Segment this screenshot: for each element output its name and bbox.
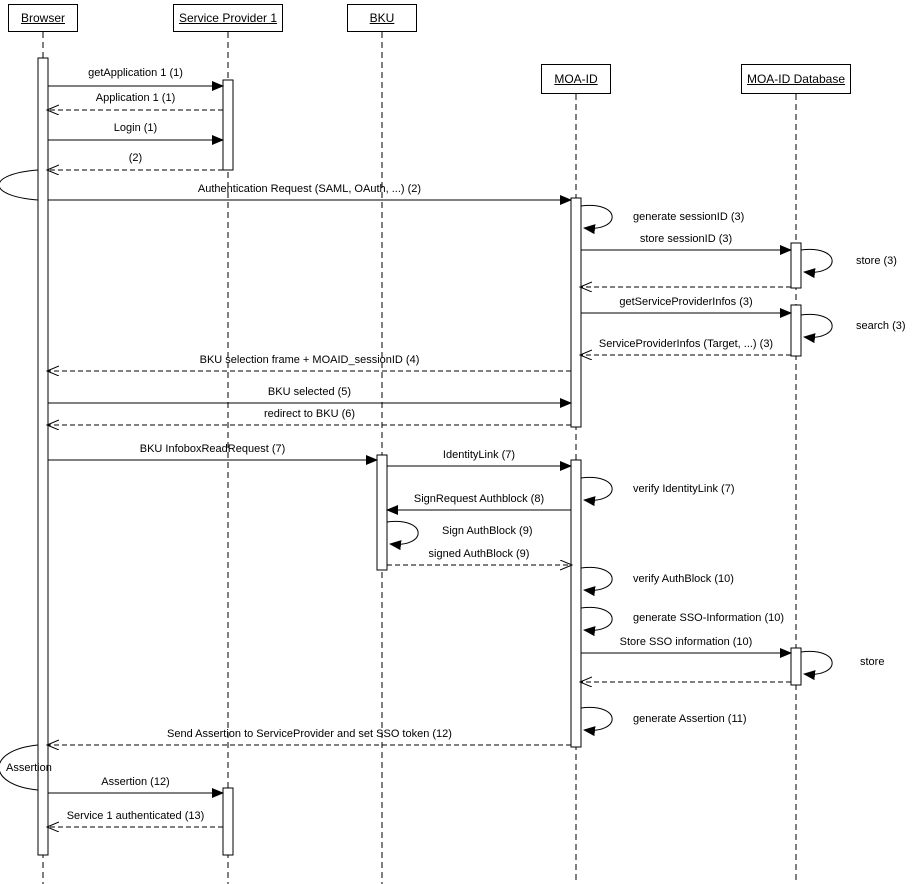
actor-moa-id-database: MOA-ID Database [741,64,851,94]
message-label-store-3: store (3) [856,255,897,267]
activation-bku [376,454,388,571]
self-store-3 [800,248,833,279]
self-store-plain [800,650,833,681]
activation-browser [37,57,49,856]
actor-moa-id-database-label: MOA-ID Database [746,72,846,86]
actor-moa-id: MOA-ID [541,64,611,94]
message-label-auth-request: Authentication Request (SAML, OAuth, ...… [197,183,422,195]
message-label-redirect-to-bku: redirect to BKU (6) [263,408,356,420]
activation-db-search [790,304,802,357]
actor-service-provider-1-label: Service Provider 1 [178,11,278,25]
message-label-generate-sso: generate SSO-Information (10) [633,612,785,624]
message-label-store-session-id: store sessionID (3) [639,233,733,245]
message-label-sign-request: SignRequest Authblock (8) [413,493,545,505]
self-verify-authblock [580,566,613,597]
actor-browser-label: Browser [20,11,65,25]
message-label-get-sp-infos: getServiceProviderInfos (3) [619,296,753,308]
message-label-generate-session-id: generate sessionID (3) [633,211,745,223]
message-label-service-authenticated: Service 1 authenticated (13) [66,810,205,822]
message-label-signed-authblock: signed AuthBlock (9) [428,548,530,560]
message-label-sign-authblock: Sign AuthBlock (9) [442,525,533,537]
browser-redirect-loop-1 [0,169,39,201]
message-label-identity-link: IdentityLink (7) [442,449,516,461]
browser-redirect-loop-2 [0,744,39,791]
message-label-generate-assertion: generate Assertion (11) [633,713,747,725]
self-search-3 [800,313,833,344]
message-label-verify-authblock: verify AuthBlock (10) [633,573,734,585]
self-generate-session-id [580,204,613,235]
activation-moaid-identity [570,459,582,748]
activation-moaid-auth [570,197,582,428]
self-generate-assertion [580,706,613,737]
message-label-store-plain: store [860,656,885,668]
actor-service-provider-1: Service Provider 1 [173,4,283,32]
message-label-bku-selected: BKU selected (5) [267,386,352,398]
activation-sp1-assertion [222,787,234,856]
actor-bku-label: BKU [369,11,395,25]
message-label-get-application: getApplication 1 (1) [88,67,183,79]
message-label-login-response: (2) [128,152,143,164]
message-label-send-assertion: Send Assertion to ServiceProvider and se… [167,728,452,740]
message-label-sp-infos: ServiceProviderInfos (Target, ...) (3) [598,338,774,350]
activation-db-store-session [790,242,802,289]
self-verify-identity-link [580,476,613,507]
message-label-assertion-12: Assertion (12) [101,776,170,788]
message-label-assertion-loop: Assertion [6,762,52,774]
message-label-bku-selection-frame: BKU selection frame + MOAID_sessionID (4… [199,354,420,366]
message-label-verify-identity-link: verify IdentityLink (7) [633,483,735,495]
message-label-application: Application 1 (1) [95,92,176,104]
message-label-store-sso: Store SSO information (10) [619,636,753,648]
actor-moa-id-label: MOA-ID [554,72,598,86]
self-sign-authblock [386,520,419,551]
activation-sp1-login [222,79,234,171]
actor-bku: BKU [347,4,417,32]
message-label-search-3: search (3) [856,320,906,332]
activation-db-store-sso [790,647,802,686]
message-label-bku-infobox: BKU InfoboxReadRequest (7) [139,443,286,455]
message-label-login: Login (1) [113,122,158,134]
actor-browser: Browser [8,4,78,32]
self-generate-sso-information [580,606,613,637]
